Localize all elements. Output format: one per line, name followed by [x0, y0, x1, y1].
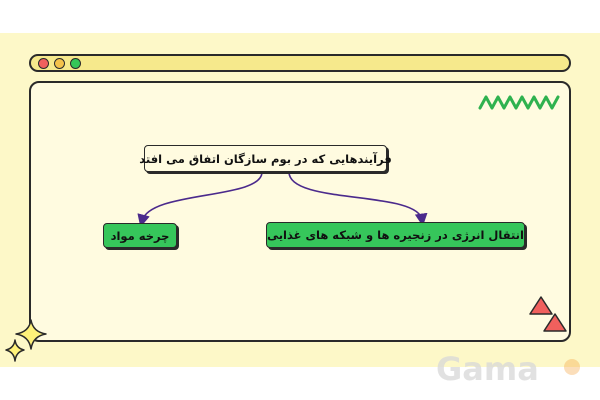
sparkles-icon — [5, 319, 47, 362]
watermark-text: Gama — [436, 350, 539, 386]
connector-left — [137, 171, 263, 228]
child-node-energy-transfer: انتقال انرژی در زنجیره ها و شبکه های غذا… — [266, 222, 525, 248]
connector-right — [288, 171, 428, 227]
content-window — [29, 81, 571, 342]
window-titlebar — [29, 54, 571, 72]
triangles-icon — [529, 296, 567, 332]
close-dot-icon[interactable] — [38, 58, 49, 69]
root-node-label: فرآیندهایی که در بوم سازگان اتفاق می افت… — [139, 151, 392, 166]
zigzag-icon — [478, 95, 560, 110]
watermark-logo: Gama — [436, 350, 580, 386]
child-node-material-cycle: چرخه مواد — [103, 223, 177, 248]
child-node-label: انتقال انرژی در زنجیره ها و شبکه های غذا… — [267, 228, 524, 242]
child-node-label: چرخه مواد — [110, 228, 170, 243]
root-node: فرآیندهایی که در بوم سازگان اتفاق می افت… — [139, 145, 392, 172]
minimize-dot-icon[interactable] — [54, 58, 65, 69]
maximize-dot-icon[interactable] — [70, 58, 81, 69]
